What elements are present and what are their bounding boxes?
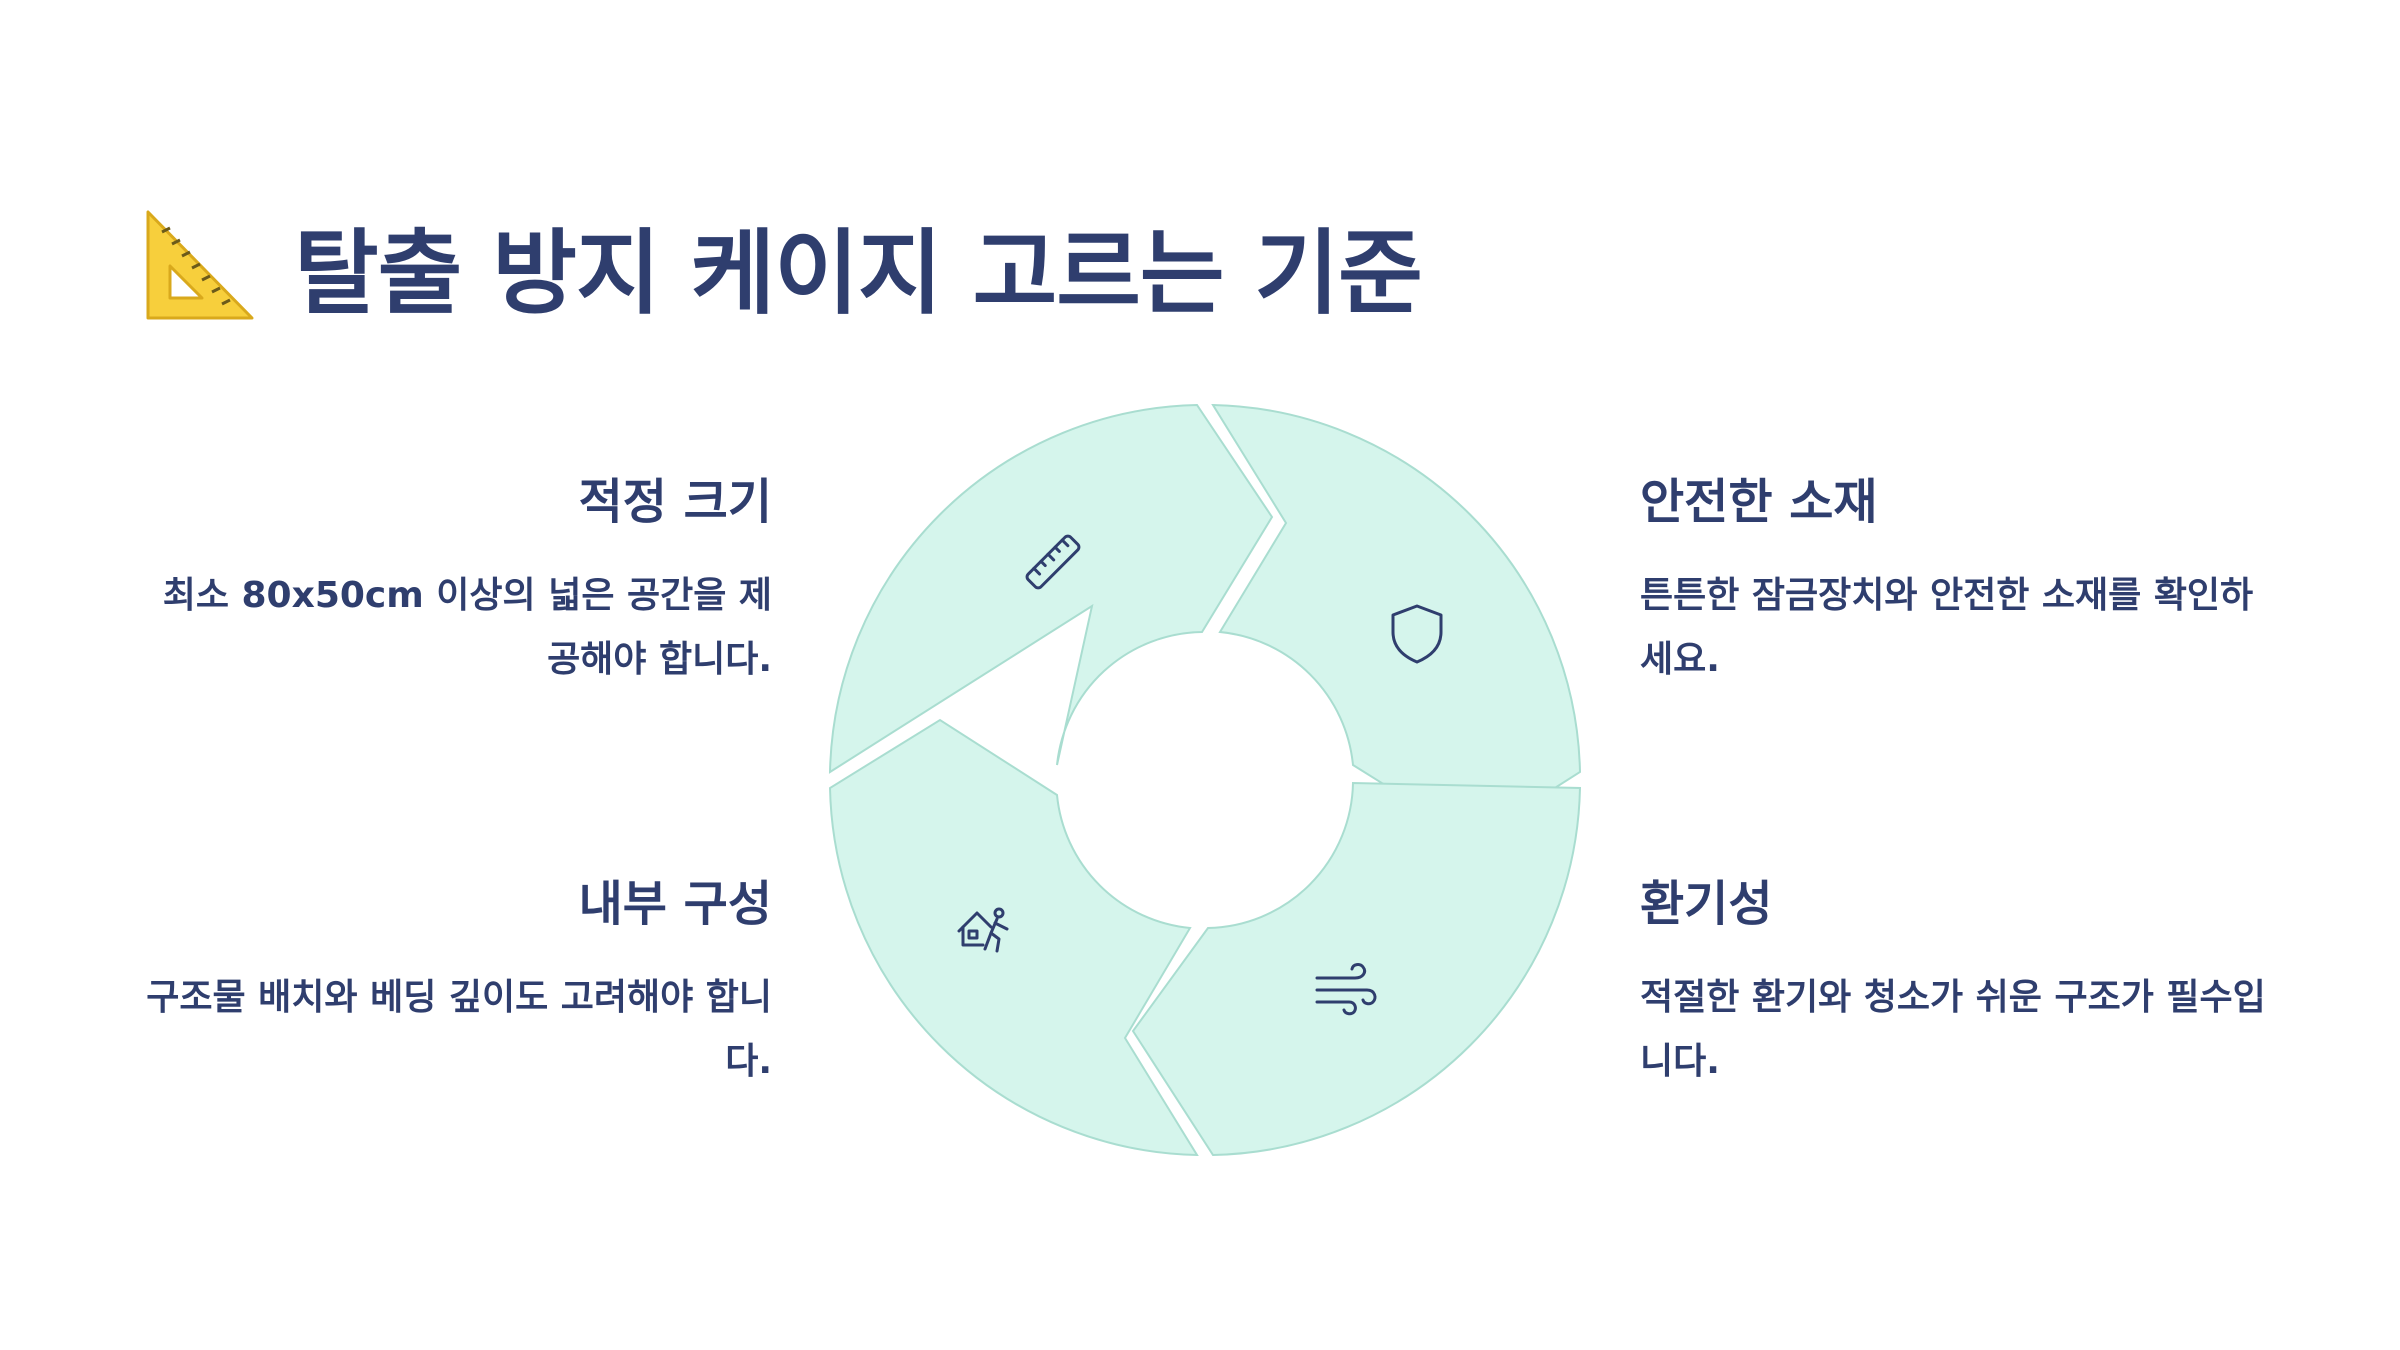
criterion-size-description: 최소 80x50cm 이상의 넓은 공간을 제공해야 합니다.: [162, 575, 772, 680]
criterion-material-description: 튼튼한 잠금장치와 안전한 소재를 확인하세요.: [1640, 575, 2254, 680]
criterion-material: 안전한 소재 튼튼한 잠금장치와 안전한 소재를 확인하세요.: [1640, 470, 2280, 692]
cycle-diagram: [828, 403, 1582, 1157]
criterion-ventilation-description: 적절한 환기와 청소가 쉬운 구조가 필수입니다.: [1640, 977, 2266, 1082]
page-title: 탈출 방지 케이지 고르는 기준: [294, 219, 1423, 327]
title-row: 탈출 방지 케이지 고르는 기준: [140, 195, 1423, 335]
segment-ventilation: [1131, 781, 1582, 1157]
criterion-ventilation: 환기성 적절한 환기와 청소가 쉬운 구조가 필수입니다.: [1640, 872, 2280, 1094]
segment-size: [828, 403, 1274, 774]
criterion-interior-description: 구조물 배치와 베딩 깊이도 고려해야 합니다.: [146, 977, 772, 1082]
criterion-interior: 내부 구성 구조물 배치와 베딩 깊이도 고려해야 합니다.: [132, 872, 772, 1094]
segment-material: [1211, 403, 1582, 842]
shield-icon: [1391, 604, 1443, 664]
criterion-size-title: 적정 크기: [578, 474, 772, 530]
triangular-ruler-icon: [146, 210, 254, 320]
criterion-interior-title: 내부 구성: [578, 876, 772, 932]
ruler-icon: [1025, 534, 1081, 590]
criterion-material-title: 안전한 소재: [1640, 474, 1878, 530]
criterion-ventilation-title: 환기성: [1640, 876, 1773, 932]
segment-interior-shape: [828, 718, 1199, 1157]
criterion-size: 적정 크기 최소 80x50cm 이상의 넓은 공간을 제공해야 합니다.: [132, 470, 772, 692]
house-escape-icon: [957, 907, 1009, 953]
wind-icon: [1315, 963, 1377, 1016]
